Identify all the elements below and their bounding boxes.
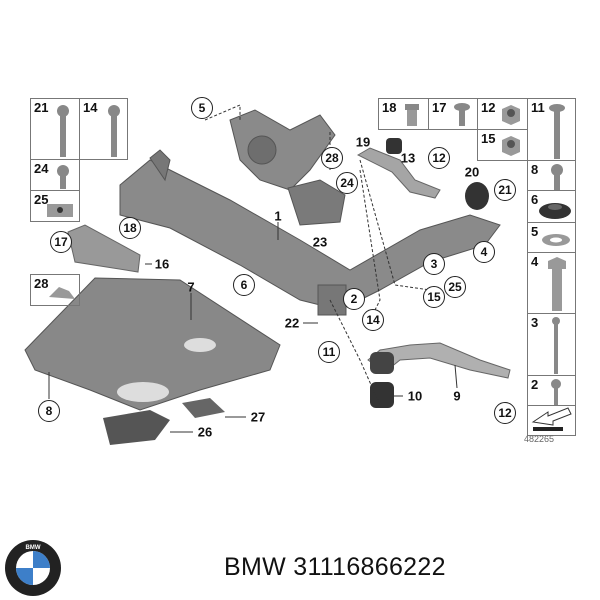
callout-18: 18 (119, 217, 141, 239)
control-arm-13 (356, 147, 441, 199)
nut-icon (502, 105, 520, 125)
callout-12-upper: 12 (428, 147, 450, 169)
front-subframe (119, 109, 501, 316)
part-number: 5 (531, 224, 539, 239)
callout-17: 17 (50, 231, 72, 253)
callout-21: 21 (494, 179, 516, 201)
bolt-icon (57, 165, 69, 189)
hardware-box-3: 3 (527, 313, 576, 376)
hardware-box-11: 11 (527, 98, 576, 161)
part-number: 6 (531, 192, 539, 207)
part-number: 25 (34, 192, 49, 207)
label-16: 16 (154, 256, 170, 272)
part-number: 8 (531, 162, 539, 177)
callout-8: 8 (38, 400, 60, 422)
bolt-icon (551, 379, 561, 406)
hardware-box-28: 28 (30, 274, 80, 306)
orientation-arrow-icon (531, 407, 572, 431)
bolt-icon (454, 103, 470, 126)
label-27: 27 (250, 409, 266, 425)
hardware-box-15: 15 (477, 129, 528, 161)
hardware-box-6: 6 (527, 190, 576, 223)
part-number: 15 (481, 131, 496, 146)
orientation-box (527, 405, 576, 436)
label-23: 23 (312, 234, 328, 250)
bushing-10 (370, 382, 394, 408)
clip-icon (49, 287, 75, 299)
hardware-box-8: 8 (527, 160, 576, 191)
underbody-shield-7 (24, 277, 281, 411)
bolt-icon (551, 164, 563, 190)
label-1: 1 (274, 208, 282, 224)
callout-6: 6 (233, 274, 255, 296)
callout-12-lower: 12 (494, 402, 516, 424)
callout-25: 25 (444, 276, 466, 298)
washer-icon (542, 234, 570, 246)
part-number: 2 (531, 377, 539, 392)
part-number: 17 (432, 100, 447, 115)
label-19: 19 (355, 134, 371, 150)
part-number: 4 (531, 254, 539, 269)
label-20: 20 (464, 164, 480, 180)
sleeve-icon (405, 104, 419, 126)
callout-5: 5 (191, 97, 213, 119)
callout-15: 15 (423, 286, 445, 308)
bushing-20 (465, 182, 489, 210)
hardware-box-25: 25 (30, 190, 80, 222)
hardware-box-2: 2 (527, 375, 576, 406)
part-number: 3 (531, 315, 539, 330)
bmw-logo: BMW (5, 540, 61, 596)
bolt-icon (108, 105, 120, 157)
callout-4: 4 (473, 241, 495, 263)
part-number: 12 (481, 100, 496, 115)
callout-14: 14 (362, 309, 384, 331)
diagram-reference-number: 482265 (524, 434, 555, 444)
callout-2: 2 (343, 288, 365, 310)
hardware-box-12: 12 (477, 98, 528, 130)
part-number: 18 (382, 100, 397, 115)
bushing-19 (386, 138, 402, 154)
label-13: 13 (400, 150, 416, 166)
hardware-box-18: 18 (378, 98, 429, 130)
bolt-icon (552, 317, 560, 374)
cover-26 (103, 410, 170, 445)
bolt-icon (57, 105, 69, 157)
svg-text:BMW: BMW (26, 545, 41, 551)
label-9: 9 (453, 388, 461, 404)
bolt-icon (548, 257, 566, 311)
cover-27 (182, 398, 225, 418)
label-10: 10 (407, 388, 423, 404)
hardware-box-14: 14 (79, 98, 128, 160)
rubber-mount-icon (539, 203, 571, 219)
label-22: 22 (284, 315, 300, 331)
callout-3: 3 (423, 253, 445, 275)
callout-24: 24 (336, 172, 358, 194)
part-number: 21 (34, 100, 49, 115)
part-number: 14 (83, 100, 98, 115)
hardware-box-21: 21 (30, 98, 80, 160)
part-number: 28 (34, 276, 49, 291)
control-arm-9 (367, 342, 511, 379)
part-number: 24 (34, 161, 49, 176)
label-26: 26 (197, 424, 213, 440)
hardware-box-24: 24 (30, 159, 80, 191)
bolt-icon (549, 104, 565, 159)
callout-11: 11 (318, 341, 340, 363)
hardware-box-17: 17 (428, 98, 478, 130)
hardware-box-4: 4 (527, 252, 576, 314)
part-title: BMW 31116866222 (224, 553, 446, 581)
clip-nut-icon (47, 204, 73, 217)
callout-28: 28 (321, 147, 343, 169)
hardware-box-5: 5 (527, 222, 576, 253)
part-number: 11 (531, 100, 545, 115)
label-7: 7 (187, 279, 195, 295)
bracket-23 (287, 179, 346, 226)
nut-icon (502, 136, 520, 156)
bracket-16 (67, 224, 141, 273)
